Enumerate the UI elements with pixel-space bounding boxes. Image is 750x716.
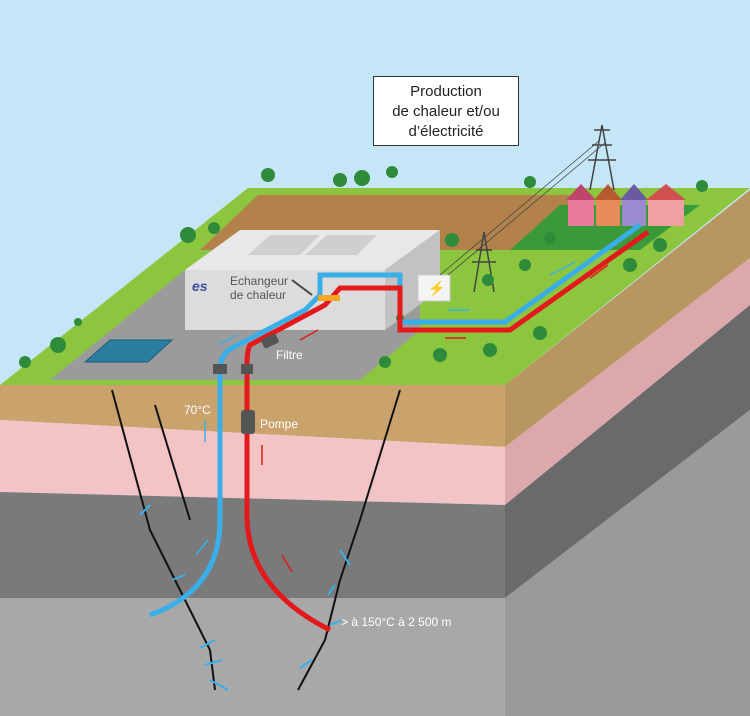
- exchanger-pointer-icon: [291, 279, 313, 296]
- fracture-marks: [139, 504, 351, 691]
- exchanger-line-1: Echangeur: [230, 274, 289, 288]
- filter-icon: [261, 333, 279, 349]
- production-title-box: Production de chaleur et/ou d’électricit…: [373, 76, 519, 146]
- wellhead-cold: [213, 364, 227, 374]
- es-logo: es: [192, 278, 208, 294]
- trees: [19, 166, 708, 368]
- exchanger-core: [318, 295, 340, 301]
- exchanger-label: Echangeur de chaleur: [230, 274, 288, 302]
- pump-label: Pompe: [260, 417, 299, 431]
- power-pylon-icon: [439, 124, 616, 293]
- right-face-soil: [505, 190, 750, 447]
- depth-temp-label: > à 150°C à 2 500 m: [341, 615, 452, 629]
- pump-icon: [241, 410, 255, 434]
- right-face-rock: [505, 410, 750, 716]
- generator-box: [417, 274, 451, 302]
- right-face-pink: [505, 258, 750, 505]
- lightning-icon: ⚡: [428, 280, 445, 297]
- cold-temp-label: 70°C: [184, 403, 211, 417]
- building-front: [185, 270, 385, 330]
- flow-arrows: [195, 261, 609, 573]
- title-line-2: de chaleur et/ou: [392, 103, 500, 120]
- exchanger-line-2: de chaleur: [230, 288, 287, 302]
- title-line-3: d’électricité: [408, 123, 484, 140]
- houses: [566, 184, 686, 226]
- layer-rock: [0, 598, 505, 716]
- title-line-1: Production: [410, 83, 482, 100]
- wellhead-hot: [241, 364, 253, 374]
- right-face-dark: [505, 305, 750, 598]
- filter-label: Filtre: [276, 348, 303, 362]
- pond: [83, 339, 174, 363]
